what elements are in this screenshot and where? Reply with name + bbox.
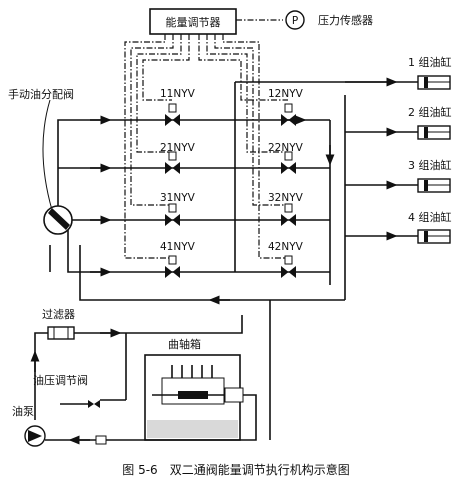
energy-controller-label: 能量调节器 [166, 15, 221, 29]
cylinder-label-4: 4 组油缸 [408, 210, 452, 224]
oil-filter [47, 326, 75, 340]
filter-label: 过滤器 [42, 308, 75, 321]
oil-pipes [49, 77, 398, 305]
valve-12 [281, 103, 296, 126]
pressure-sensor-label: 压力传感器 [318, 14, 373, 27]
valve-42 [281, 255, 296, 278]
valve-label-42: 42NYV [268, 241, 304, 253]
valve-label-21: 21NYV [160, 142, 196, 154]
pressure-sensor-symbol: P [292, 15, 298, 27]
oil-pump [24, 425, 46, 447]
pressure-sensor: P [285, 10, 305, 30]
valve-41 [165, 255, 180, 278]
valve-31 [165, 203, 180, 226]
signal-lines [124, 34, 288, 259]
valve-11 [165, 103, 180, 126]
energy-controller: 能量调节器 [149, 8, 237, 35]
figure-caption: 图 5-6 双二通阀能量调节执行机构示意图 [122, 462, 349, 477]
manual-valve-label: 手动油分配阀 [8, 87, 74, 101]
oil-pump-label: 油泵 [12, 404, 34, 418]
cylinder-label-1: 1 组油缸 [408, 55, 452, 69]
manual-distribution-valve [43, 205, 73, 235]
crankcase-label: 曲轴箱 [168, 337, 201, 351]
cylinder-2 [417, 125, 451, 140]
valve-label-22: 22NYV [268, 142, 304, 154]
valve-21 [165, 151, 180, 174]
solenoid-valves [165, 103, 296, 278]
pressure-regulating-valve [88, 400, 100, 408]
valve-32 [281, 203, 296, 226]
cylinder-label-3: 3 组油缸 [408, 158, 452, 172]
cylinder-4 [417, 229, 451, 244]
valve-label-11: 11NYV [160, 88, 196, 100]
valve-label-31: 31NYV [160, 192, 196, 204]
cylinder-label-2: 2 组油缸 [408, 105, 452, 119]
manual-valve-leader [42, 99, 53, 211]
cylinder-1 [417, 75, 451, 90]
valve-label-12: 12NYV [268, 88, 304, 100]
valve-label-32: 32NYV [268, 192, 304, 204]
cylinder-3 [417, 178, 451, 193]
valve-22 [281, 151, 296, 174]
crankcase [144, 354, 244, 441]
pressure-valve-label: 油压调节阀 [33, 373, 88, 387]
valve-label-41: 41NYV [160, 241, 196, 253]
